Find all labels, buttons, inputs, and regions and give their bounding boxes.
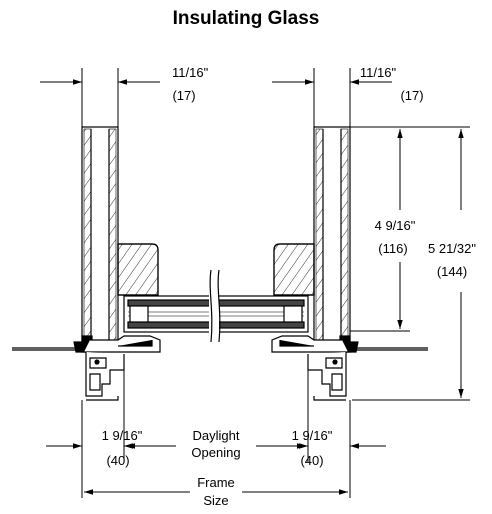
dim-glass-left-imperial: 11/16" — [172, 65, 209, 80]
dim-glass-right-metric: (17) — [400, 88, 423, 103]
dim-glass-right-imperial: 11/16" — [360, 65, 397, 80]
right-wood-stop — [273, 243, 315, 296]
dim-frame-size-line2: Size — [203, 493, 228, 508]
dim-frame-left-imperial: 1 9/16" — [102, 428, 143, 443]
dim-daylight-line2: Opening — [191, 445, 240, 460]
dim-glass-left-metric: (17) — [172, 88, 195, 103]
left-wood-stop — [117, 243, 159, 296]
right-frame-extrusion — [271, 335, 428, 401]
drawing-title: Insulating Glass — [172, 8, 320, 29]
dim-daylight-line1: Daylight — [193, 428, 240, 443]
dim-frame-size-line1: Frame — [197, 475, 235, 490]
dim-frame-right-metric: (40) — [300, 453, 323, 468]
break-line — [209, 269, 221, 343]
dim-frame-height-metric: (144) — [437, 264, 467, 279]
dim-glass-height-metric: (116) — [378, 241, 407, 256]
dim-glass-height-imperial: 4 9/16" — [375, 218, 416, 233]
dim-frame-right-imperial: 1 9/16" — [292, 428, 333, 443]
dim-frame-height-imperial: 5 21/32" — [428, 241, 476, 256]
left-frame-extrusion — [12, 335, 161, 401]
dimension-lines — [40, 68, 470, 498]
left-glass-unit — [81, 126, 119, 350]
dim-frame-left-metric: (40) — [106, 453, 129, 468]
right-glass-unit — [313, 126, 351, 350]
